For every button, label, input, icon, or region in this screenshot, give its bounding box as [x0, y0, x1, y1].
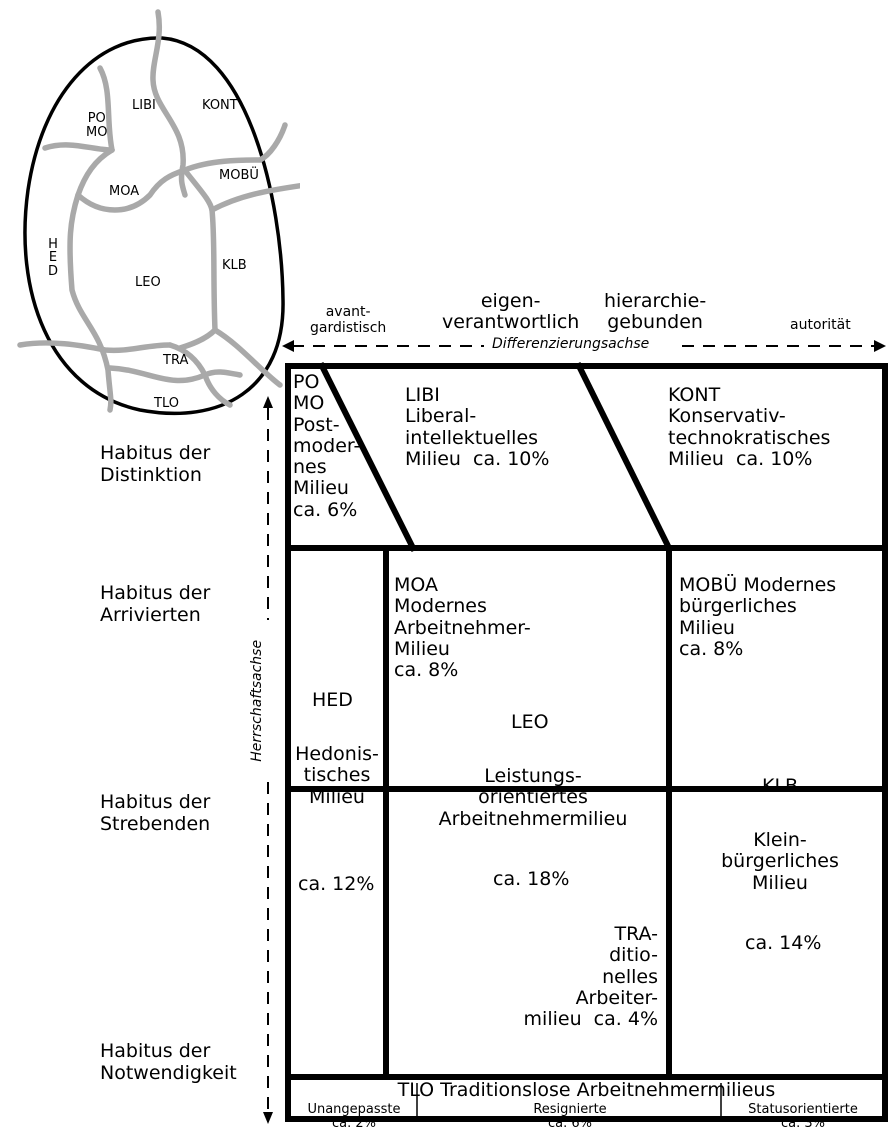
cell-leo-pct: ca. 18% — [493, 868, 570, 890]
tlo-sub-pct: ca. 2% — [331, 1116, 376, 1132]
tlo-sub-pct: ca. 6% — [547, 1116, 592, 1132]
tlo-sub-pct: ca. 3% — [780, 1116, 825, 1132]
cell-klb-pct: ca. 14% — [745, 932, 822, 954]
oval-label-moa: MOA — [109, 184, 140, 199]
oval-label-leo: LEO — [135, 275, 161, 290]
axis-label-eigenverantwortlich: eigen- verantwortlich — [442, 290, 580, 333]
tlo-sub-resignierte: Resignierte ca. 6% — [420, 1102, 720, 1132]
herrschaftsachse-arrow — [263, 396, 273, 1124]
cell-kont: KONT Konservativ- technokratisches Milie… — [668, 384, 831, 470]
cell-mobu: MOBÜ Modernes bürgerliches Milieu ca. 8% — [679, 574, 837, 660]
oval-label-hed: H E D — [48, 237, 59, 279]
axis-label-autoritaet: autorität — [790, 317, 851, 333]
cell-klb-name: Klein- bürgerliches Milieu — [721, 829, 839, 894]
habitus-distinktion: Habitus der Distinktion — [100, 442, 211, 486]
cell-tlo-title: TLO Traditionslose Arbeitnehmermilieus — [397, 1079, 776, 1101]
tlo-sub-label: Unangepasste — [307, 1102, 401, 1117]
cell-leo-code: LEO — [511, 711, 549, 733]
cell-moa: MOA Modernes Arbeitnehmer- Milieu ca. 8% — [394, 574, 531, 682]
cell-leo-name: Leistungs- orientiertes Arbeitnehmermili… — [438, 765, 628, 830]
milieu-oval-sketch — [17, 9, 300, 416]
cell-libi: LIBI Liberal- intellektuelles Milieu ca.… — [405, 384, 550, 470]
axis-label-differenzierungsachse: Differenzierungsachse — [492, 336, 650, 352]
oval-label-libi: LIBI — [132, 98, 156, 113]
tlo-sub-statusorientierte: Statusorientierte ca. 3% — [724, 1102, 882, 1132]
axis-label-avantgardistisch: avant- gardistisch — [310, 304, 387, 336]
cell-pomo: PO MO Post- moder- nes Milieu ca. 6% — [293, 371, 361, 521]
habitus-notwendigkeit: Habitus der Notwendigkeit — [100, 1040, 237, 1084]
cell-tra: TRA- ditio- nelles Arbeiter- milieu ca. … — [523, 923, 658, 1031]
axis-label-hierarchiegebunden: hierarchie- gebunden — [604, 290, 707, 333]
cell-klb-code: KLB — [762, 775, 799, 797]
oval-label-pomo: PO MO — [86, 111, 108, 140]
tlo-sub-label: Statusorientierte — [748, 1102, 858, 1117]
oval-outline — [23, 36, 285, 416]
oval-label-tra: TRA — [163, 353, 189, 368]
tlo-sub-unangepasste: Unangepasste ca. 2% — [292, 1102, 416, 1132]
tlo-sub-label: Resignierte — [533, 1102, 607, 1117]
oval-label-kont: KONT — [202, 98, 238, 113]
cell-hed-name: Hedonis- tisches Milieu — [295, 743, 379, 808]
differenzierungsachse-arrow — [282, 340, 886, 352]
cell-hed-pct: ca. 12% — [298, 873, 375, 895]
habitus-arrivierten: Habitus der Arrivierten — [100, 582, 211, 626]
oval-label-klb: KLB — [222, 258, 247, 273]
cell-hed-code: HED — [312, 689, 353, 711]
oval-label-mobu: MOBÜ — [219, 168, 259, 183]
oval-label-tlo: TLO — [154, 396, 179, 411]
habitus-strebenden: Habitus der Strebenden — [100, 791, 211, 835]
